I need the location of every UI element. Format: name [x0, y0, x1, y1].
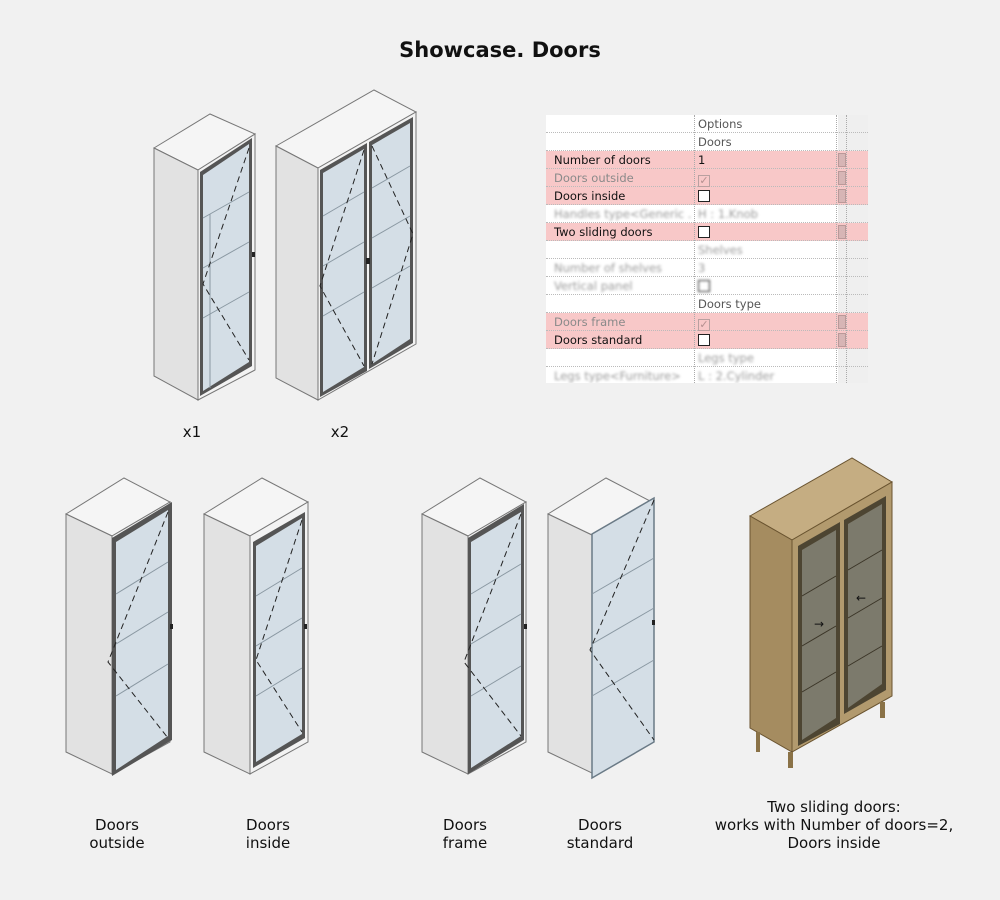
- property-checkbox[interactable]: [698, 190, 710, 202]
- cabinet-doors-inside: [202, 477, 310, 775]
- panel-section-header: Shelves: [546, 241, 868, 259]
- property-value-checkbox[interactable]: [698, 189, 836, 203]
- row-edit-button[interactable]: [838, 333, 846, 347]
- caption-line: Doors: [246, 816, 290, 834]
- property-name: Doors standard: [554, 333, 643, 347]
- property-name: Two sliding doors: [554, 225, 653, 239]
- section-title: Options: [698, 117, 743, 131]
- caption-two-sliding-doors: Two sliding doors: works with Number of …: [704, 798, 964, 852]
- cabinet-doors-frame: [420, 477, 528, 775]
- property-value-checkbox[interactable]: [698, 279, 836, 293]
- property-name: Doors outside: [554, 171, 634, 185]
- property-name: Number of doors: [554, 153, 651, 167]
- caption-x1: x1: [122, 423, 262, 441]
- caption-line: standard: [566, 834, 634, 852]
- section-title: Shelves: [698, 243, 743, 257]
- property-name: Number of shelves: [554, 261, 663, 275]
- page-title: Showcase. Doors: [399, 38, 601, 62]
- property-value[interactable]: 3: [698, 261, 706, 275]
- panel-property-row[interactable]: Vertical panel: [546, 277, 868, 295]
- cabinet-x2: [274, 89, 418, 401]
- svg-text:→: →: [814, 617, 824, 631]
- row-edit-button[interactable]: [838, 225, 846, 239]
- panel-property-row[interactable]: Doors frame ✓: [546, 313, 868, 331]
- property-value[interactable]: H : 1.Knob: [698, 207, 758, 221]
- row-edit-button[interactable]: [838, 315, 846, 329]
- panel-property-row[interactable]: Two sliding doors: [546, 223, 868, 241]
- property-name: Doors frame: [554, 315, 626, 329]
- property-value[interactable]: L : 2.Cylinder: [698, 369, 775, 383]
- cabinet-doors-standard: [546, 477, 655, 780]
- property-value[interactable]: 1: [698, 153, 706, 167]
- panel-property-row[interactable]: Doors inside: [546, 187, 868, 205]
- caption-line: Doors: [443, 816, 487, 834]
- section-title: Doors: [698, 135, 732, 149]
- caption-doors-standard: Doors standard: [530, 816, 670, 852]
- caption-doors-inside: Doors inside: [198, 816, 338, 852]
- caption-line: Doors: [95, 816, 139, 834]
- panel-property-row[interactable]: Doors outside ✓: [546, 169, 868, 187]
- caption-line: outside: [89, 834, 145, 852]
- property-checkbox[interactable]: [698, 226, 710, 238]
- caption-x2: x2: [270, 423, 410, 441]
- cabinet-doors-outside: [64, 477, 173, 776]
- property-value-checkbox[interactable]: ✓: [698, 171, 836, 187]
- panel-section-header: Legs type: [546, 349, 868, 367]
- caption-x2-text: x2: [330, 423, 350, 441]
- panel-section-header: Doors type: [546, 295, 868, 313]
- panel-section-header: Options: [546, 115, 868, 133]
- property-name: Vertical panel: [554, 279, 633, 293]
- property-checkbox[interactable]: ✓: [698, 174, 710, 187]
- caption-x1-text: x1: [182, 423, 202, 441]
- property-name: Handles type<Generic ...: [554, 207, 692, 221]
- svg-text:←: ←: [856, 591, 866, 605]
- caption-line: inside: [245, 834, 291, 852]
- section-title: Doors type: [698, 297, 761, 311]
- panel-property-row[interactable]: Number of doors 1: [546, 151, 868, 169]
- section-title: Legs type: [698, 351, 754, 365]
- panel-property-row[interactable]: Legs type<Furniture> L : 2.Cylinder: [546, 367, 868, 383]
- property-name: Doors inside: [554, 189, 626, 203]
- property-value-checkbox[interactable]: ✓: [698, 315, 836, 331]
- property-value-checkbox[interactable]: [698, 333, 836, 347]
- property-name: Legs type<Furniture>: [554, 369, 681, 383]
- caption-line: Doors inside: [787, 834, 881, 852]
- caption-line: works with Number of doors=2,: [714, 816, 954, 834]
- row-edit-button[interactable]: [838, 171, 846, 185]
- panel-section-header: Doors: [546, 133, 868, 151]
- caption-line: Two sliding doors:: [767, 798, 901, 816]
- caption-line: Doors: [578, 816, 622, 834]
- panel-property-row[interactable]: Number of shelves 3: [546, 259, 868, 277]
- panel-property-row[interactable]: Doors standard: [546, 331, 868, 349]
- property-checkbox[interactable]: [698, 334, 710, 346]
- caption-doors-frame: Doors frame: [395, 816, 535, 852]
- row-edit-button[interactable]: [838, 153, 846, 167]
- cabinet-x1: [152, 113, 257, 401]
- property-checkbox[interactable]: [698, 280, 710, 292]
- cabinet-two-sliding-doors: → ←: [748, 457, 893, 768]
- row-edit-button[interactable]: [838, 189, 846, 203]
- property-checkbox[interactable]: ✓: [698, 318, 710, 331]
- caption-line: frame: [442, 834, 488, 852]
- property-value-checkbox[interactable]: [698, 225, 836, 239]
- panel-property-row[interactable]: Handles type<Generic ... H : 1.Knob: [546, 205, 868, 223]
- caption-doors-outside: Doors outside: [47, 816, 187, 852]
